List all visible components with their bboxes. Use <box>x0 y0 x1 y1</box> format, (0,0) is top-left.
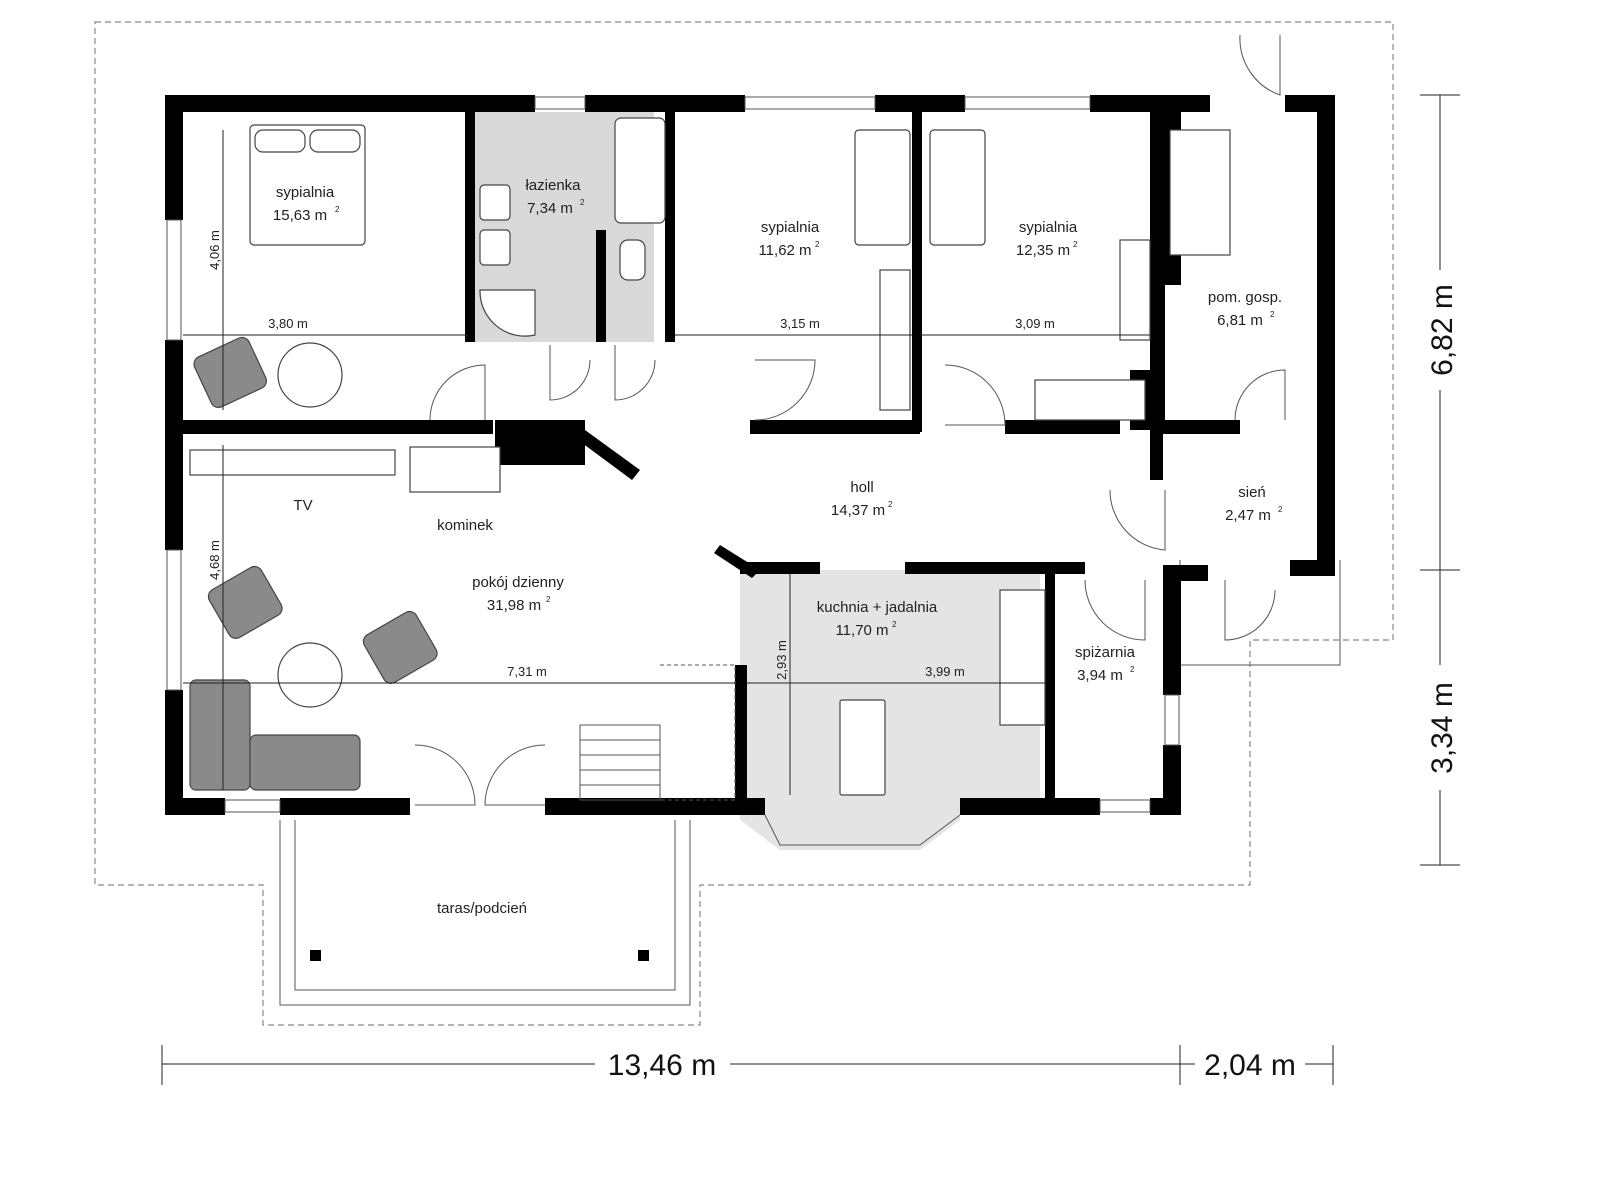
bathroom-area: 7,34 m <box>527 200 573 217</box>
area-sup: 2 <box>335 205 340 214</box>
utility-name: pom. gosp. <box>1208 289 1282 306</box>
pantry-name: spiżarnia <box>1075 644 1136 661</box>
utility-area: 6,81 m <box>1217 312 1263 329</box>
dim-width-main: 13,46 m <box>608 1049 716 1082</box>
stairs <box>579 664 736 801</box>
kitchen-bay <box>764 814 961 846</box>
dim-living-width: 7,31 m <box>507 664 547 679</box>
windows <box>166 96 1180 813</box>
living-area: 31,98 m <box>487 597 541 614</box>
area-sup: 2 <box>546 595 551 604</box>
bedroom1-area: 15,63 m <box>273 207 327 224</box>
kitchen-floor <box>740 570 1040 850</box>
kitchen-area: 11,70 m <box>835 622 888 639</box>
dim-kitchen-height: 2,93 m <box>774 640 789 680</box>
area-sup: 2 <box>1278 505 1283 514</box>
area-sup: 2 <box>1270 310 1275 319</box>
area-sup: 2 <box>1073 240 1078 249</box>
area-sup: 2 <box>815 240 820 249</box>
bedroom3-name: sypialnia <box>1019 219 1078 236</box>
dim-bed1-height: 4,06 m <box>207 230 222 270</box>
doors <box>414 34 1286 806</box>
area-sup: 2 <box>888 500 893 509</box>
area-sup: 2 <box>892 620 897 629</box>
dim-living-height: 4,68 m <box>207 540 222 580</box>
pantry-area: 3,94 m <box>1077 667 1123 684</box>
bedroom1-name: sypialnia <box>276 184 335 201</box>
terrace-inner <box>294 820 676 991</box>
pillar-right <box>638 950 649 961</box>
bedroom2-name: sypialnia <box>761 219 820 236</box>
dim-bed2-width: 3,15 m <box>780 316 820 331</box>
dim-width-extra: 2,04 m <box>1204 1049 1296 1082</box>
area-sup: 2 <box>580 198 585 207</box>
bedroom2-area: 11,62 m <box>758 242 811 259</box>
dim-height-upper: 6,82 m <box>1426 284 1459 376</box>
dim-bed3-width: 3,09 m <box>1015 316 1055 331</box>
tv-label: TV <box>293 497 312 514</box>
vestibule-name: sień <box>1238 484 1266 501</box>
furniture <box>189 117 1231 796</box>
terrace-outline <box>279 820 691 1006</box>
living-name: pokój dzienny <box>472 574 564 591</box>
hall-area: 14,37 m <box>831 502 885 519</box>
dimension-lines <box>161 94 1460 1085</box>
walls <box>165 95 1335 815</box>
bedroom3-area: 12,35 m <box>1016 242 1070 259</box>
fireplace-label: kominek <box>437 517 493 534</box>
bathroom-name: łazienka <box>525 177 581 194</box>
dim-bed1-width: 3,80 m <box>268 316 308 331</box>
area-sup: 2 <box>1130 665 1135 674</box>
kitchen-name: kuchnia + jadalnia <box>817 599 938 616</box>
dim-kitchen-width: 3,99 m <box>925 664 965 679</box>
vestibule-area: 2,47 m <box>1225 507 1271 524</box>
roof-outline <box>94 21 1394 1026</box>
pillar-left <box>310 950 321 961</box>
dim-height-lower: 3,34 m <box>1426 682 1459 774</box>
terrace-label: taras/podcień <box>437 900 527 917</box>
hall-name: holl <box>850 479 873 496</box>
